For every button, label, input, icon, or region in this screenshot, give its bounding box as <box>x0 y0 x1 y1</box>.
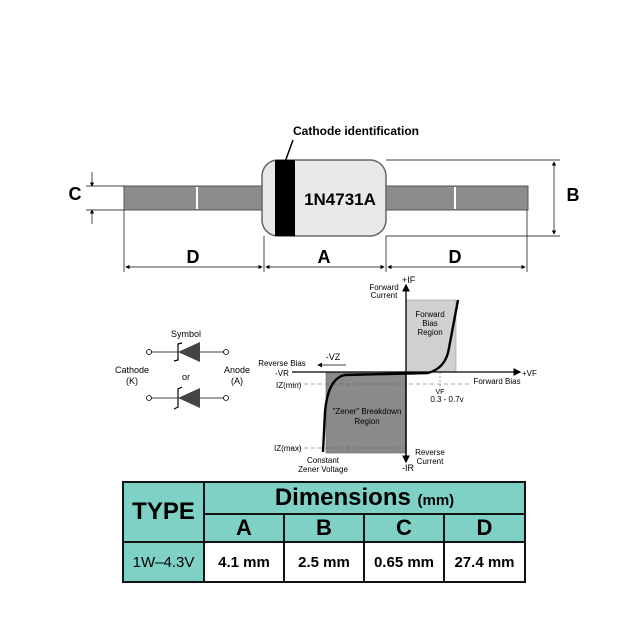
zener-region-label-1: "Zener" Breakdown <box>333 407 402 416</box>
zener-iv-curve <box>321 299 460 453</box>
symbol-title: Symbol <box>171 329 201 339</box>
forward-bias-label: Forward Bias <box>473 377 520 386</box>
iz-max-label: IZ(max) <box>274 444 302 453</box>
dimensions-title: Dimensions <box>274 484 411 511</box>
forward-current-label: Forward <box>369 283 398 292</box>
zener-region-label-2: Region <box>354 417 379 426</box>
dimensions-table: TYPE Dimensions (mm) A B C D 1W–4.3V 4.1… <box>122 481 526 583</box>
value-d-cell: 27.4 mm <box>443 541 526 583</box>
dim-d-left-label: D <box>187 247 200 267</box>
zener-voltage-label: Zener Voltage <box>298 465 348 474</box>
reverse-bias-label: Reverse Bias <box>258 359 306 368</box>
minus-vz-label: -VZ <box>326 352 341 362</box>
column-header-c: C <box>363 513 445 543</box>
part-number: 1N4731A <box>304 190 376 209</box>
dimensions-unit: (mm) <box>417 492 455 509</box>
zener-symbol-group: Symbol or Cathode (K) Anode (A) <box>115 329 250 410</box>
value-b-cell: 2.5 mm <box>283 541 365 583</box>
reverse-current-label-2: Current <box>417 457 444 466</box>
zener-region <box>325 372 407 454</box>
diode-package: 1N4731A Cathode identification C B D A D <box>69 124 580 272</box>
type-cell: 1W–4.3V <box>122 541 205 583</box>
zener-symbol-1 <box>146 342 229 362</box>
forward-bias-region-label-1: Forward <box>415 310 444 319</box>
minus-vr-label: -VR <box>275 369 289 378</box>
constant-label: Constant <box>307 456 340 465</box>
cathode-band <box>275 160 295 236</box>
vf-range-label: 0.3 - 0.7v <box>430 395 463 404</box>
forward-current-label-2: Current <box>371 291 398 300</box>
dim-d-right-label: D <box>449 247 462 267</box>
reverse-current-label: Reverse <box>415 448 445 457</box>
table-row: 1W–4.3V 4.1 mm 2.5 mm 0.65 mm 27.4 mm <box>122 541 526 583</box>
forward-bias-region-label-3: Region <box>417 328 442 337</box>
plus-if-label: +IF <box>402 275 416 285</box>
type-header: TYPE <box>122 481 205 543</box>
anode-letter: (A) <box>231 376 243 386</box>
cathode-label: Cathode <box>115 365 149 375</box>
minus-ir-label: -IR <box>402 463 414 473</box>
left-lead <box>123 185 267 211</box>
dim-a-label: A <box>318 247 331 267</box>
vf-label: VF <box>436 389 445 396</box>
dim-b-label: B <box>567 185 580 205</box>
iv-characteristic: +IF Forward Current Forward Bias Region … <box>258 275 537 474</box>
value-a-cell: 4.1 mm <box>203 541 285 583</box>
dim-c-label: C <box>69 184 82 204</box>
anode-label: Anode <box>224 365 250 375</box>
column-header-b: B <box>283 513 365 543</box>
cathode-letter: (K) <box>126 376 138 386</box>
forward-bias-region-label-2: Bias <box>422 319 438 328</box>
dimensions-header: Dimensions (mm) <box>203 481 526 515</box>
column-header-a: A <box>203 513 285 543</box>
symbol-or: or <box>182 372 190 382</box>
plus-vf-label: +VF <box>522 369 537 378</box>
value-c-cell: 0.65 mm <box>363 541 445 583</box>
zener-symbol-2 <box>146 386 229 410</box>
column-header-d: D <box>443 513 526 543</box>
iz-min-label: IZ(min) <box>276 381 302 390</box>
cathode-callout: Cathode identification <box>293 124 419 138</box>
